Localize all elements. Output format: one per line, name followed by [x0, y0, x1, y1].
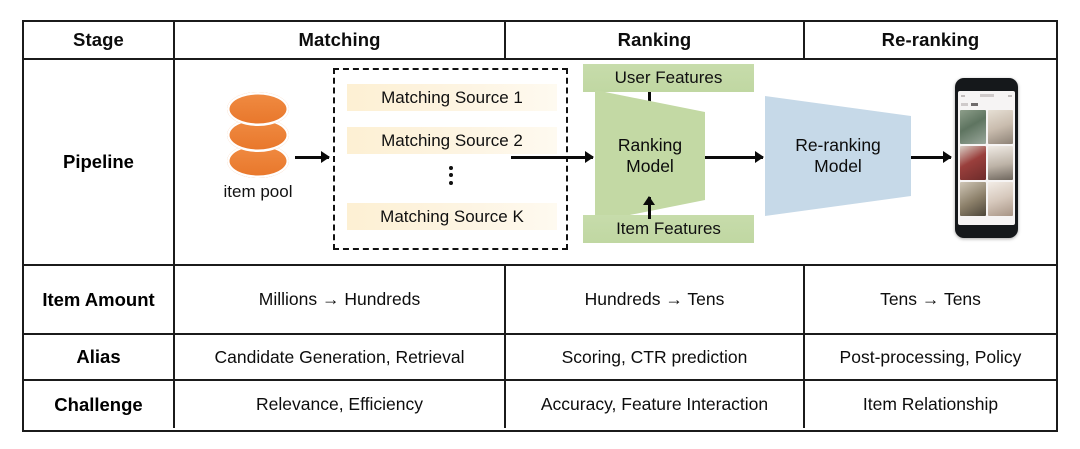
product-thumbnail	[960, 146, 986, 180]
arrow-reranking-to-phone	[911, 156, 951, 159]
cell-challenge-matching: Relevance, Efficiency	[175, 381, 506, 428]
phone-statusbar	[958, 91, 1015, 100]
row-label-challenge: Challenge	[54, 393, 143, 415]
arrow-itempool-to-matching	[295, 156, 329, 159]
product-thumbnail	[987, 110, 1013, 144]
phone-back-icon	[961, 94, 965, 97]
product-thumbnail	[960, 110, 986, 144]
phone-title-placeholder	[979, 94, 994, 97]
header-cell-matching: Matching	[175, 22, 506, 58]
item-pool-group: item pool	[203, 92, 313, 202]
product-thumbnail	[987, 182, 1013, 216]
row-label-alias-cell: Alias	[24, 335, 175, 379]
row-label-pipeline: Pipeline	[63, 151, 134, 172]
phone-product-grid	[958, 108, 1015, 218]
row-label-pipeline-cell: Pipeline	[24, 60, 175, 264]
database-disk-top	[227, 92, 289, 126]
ranking-model-shape: Ranking Model	[595, 90, 705, 222]
item-features-box: Item Features	[583, 215, 754, 243]
database-icon	[227, 92, 289, 178]
row-label-challenge-cell: Challenge	[24, 381, 175, 428]
product-thumbnail	[987, 146, 1013, 180]
matching-source-k: Matching Source K	[347, 203, 557, 230]
cell-alias-reranking: Post-processing, Policy	[839, 346, 1022, 367]
cell-item-amount-reranking: Tens → Tens	[880, 289, 981, 309]
header-cell-reranking: Re-ranking	[881, 29, 980, 50]
phone-mockup	[955, 78, 1018, 238]
matching-sources-box: Matching Source 1 Matching Source 2 Matc…	[333, 68, 568, 250]
phone-filter-bar	[958, 100, 1015, 108]
phone-menu-icon	[1008, 94, 1012, 97]
reranking-model-label-line1: Re-ranking	[795, 135, 881, 155]
row-label-item-amount-cell: Item Amount	[24, 266, 175, 333]
table-row-challenge: Challenge Relevance, Efficiency Accuracy…	[24, 381, 1056, 428]
item-pool-label: item pool	[223, 182, 293, 201]
phone-filter-chip-2	[971, 102, 978, 106]
header-cell-ranking: Ranking	[506, 22, 805, 58]
reranking-model-trapezoid-icon	[765, 96, 911, 216]
user-features-box: User Features	[583, 64, 754, 92]
matching-source-2: Matching Source 2	[347, 127, 557, 154]
cell-alias-matching: Candidate Generation, Retrieval	[175, 335, 506, 379]
table-row-alias: Alias Candidate Generation, Retrieval Sc…	[24, 335, 1056, 381]
pipeline-diagram: item pool Matching Source 1 Matching Sou…	[175, 60, 1056, 264]
ranking-model-trapezoid-icon	[595, 90, 705, 222]
table-header-row: Stage Matching Ranking Re-ranking	[24, 22, 1056, 60]
phone-screen	[958, 91, 1015, 225]
table-row-pipeline: Pipeline item pool Matching Source 1	[24, 60, 1056, 266]
table-row-item-amount: Item Amount Millions → Hundreds Hundreds…	[24, 266, 1056, 335]
cell-alias-ranking: Scoring, CTR prediction	[506, 335, 805, 379]
ranking-model-label-line1: Ranking	[617, 135, 683, 155]
reranking-model-label-line2: Model	[814, 156, 862, 176]
cell-challenge-ranking: Accuracy, Feature Interaction	[506, 381, 805, 428]
row-label-item-amount: Item Amount	[42, 288, 155, 310]
header-cell-stage: Stage	[24, 22, 175, 58]
product-thumbnail	[960, 182, 986, 216]
pipeline-comparison-table: Stage Matching Ranking Re-ranking Pipeli…	[22, 20, 1058, 432]
matching-sources-ellipsis-icon	[335, 162, 566, 188]
cell-item-amount-matching: Millions → Hundreds	[175, 266, 506, 333]
ranking-model-label-line2: Model	[626, 156, 674, 176]
arrow-ranking-to-reranking	[705, 156, 763, 159]
row-label-alias: Alias	[76, 346, 121, 367]
arrow-itemfeatures-to-ranking	[648, 197, 651, 219]
cell-item-amount-ranking: Hundreds → Tens	[506, 266, 805, 333]
arrow-matching-to-ranking	[511, 156, 593, 159]
reranking-model-shape: Re-ranking Model	[765, 96, 911, 216]
matching-source-1: Matching Source 1	[347, 84, 557, 111]
cell-challenge-reranking: Item Relationship	[862, 394, 999, 414]
phone-filter-chip-1	[961, 102, 968, 106]
